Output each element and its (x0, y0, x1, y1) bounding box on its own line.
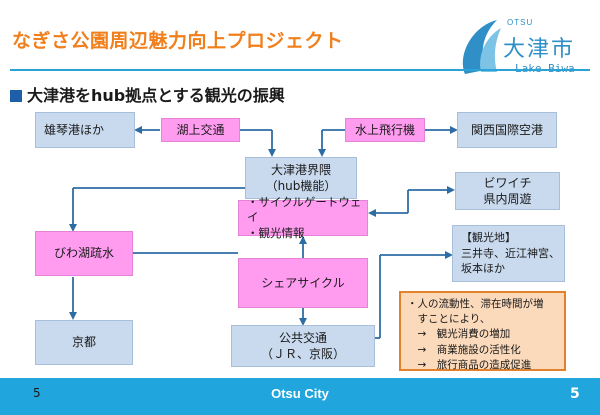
logo-english-text: Lake Biwa (515, 62, 575, 75)
section-heading: 大津港をhub拠点とする観光の振興 (10, 82, 285, 106)
node-kyoto: 京都 (35, 320, 133, 365)
page-title: なぎさ公園周辺魅力向上プロジェクト (12, 30, 344, 52)
footer-page-number-right: 5 (570, 386, 580, 402)
node-share-cycle: シェアサイクル (238, 258, 368, 308)
node-ogoto: 雄琴港ほか (35, 112, 135, 148)
node-hub-features: ・サイクルゲートウェイ ・観光情報 (238, 195, 368, 240)
node-lake-transport: 湖上交通 (161, 118, 240, 142)
node-hub: 大津港界隈 （hub機能） (245, 157, 357, 199)
node-kansai-airport: 関西国際空港 (457, 112, 557, 148)
logo-japanese-text: 大津市 (503, 37, 576, 62)
footer-page-number-left: 5 (33, 386, 41, 400)
effect-note: ・人の流動性、滞在時間が増 すことにより、 → 観光消費の増加 → 商業施設の活… (399, 291, 566, 371)
node-public-transport: 公共交通 （ＪＲ、京阪） (231, 325, 375, 367)
section-heading-text: 大津港をhub拠点とする観光の振興 (27, 86, 285, 105)
node-sightseeing: 【観光地】 三井寺、近江神宮、 坂本ほか (452, 225, 565, 282)
header-divider (10, 69, 590, 71)
bullet-square-icon (10, 89, 22, 102)
footer-bar (0, 378, 600, 415)
logo-small-text: OTSU (507, 18, 534, 27)
footer-organization: Otsu City (271, 386, 329, 401)
node-canal: びわ湖疏水 (35, 231, 133, 276)
node-floatplane: 水上飛行機 (345, 118, 425, 142)
node-biwaichi: ビワイチ 県内周遊 (455, 172, 560, 210)
otsu-city-logo (462, 20, 501, 74)
